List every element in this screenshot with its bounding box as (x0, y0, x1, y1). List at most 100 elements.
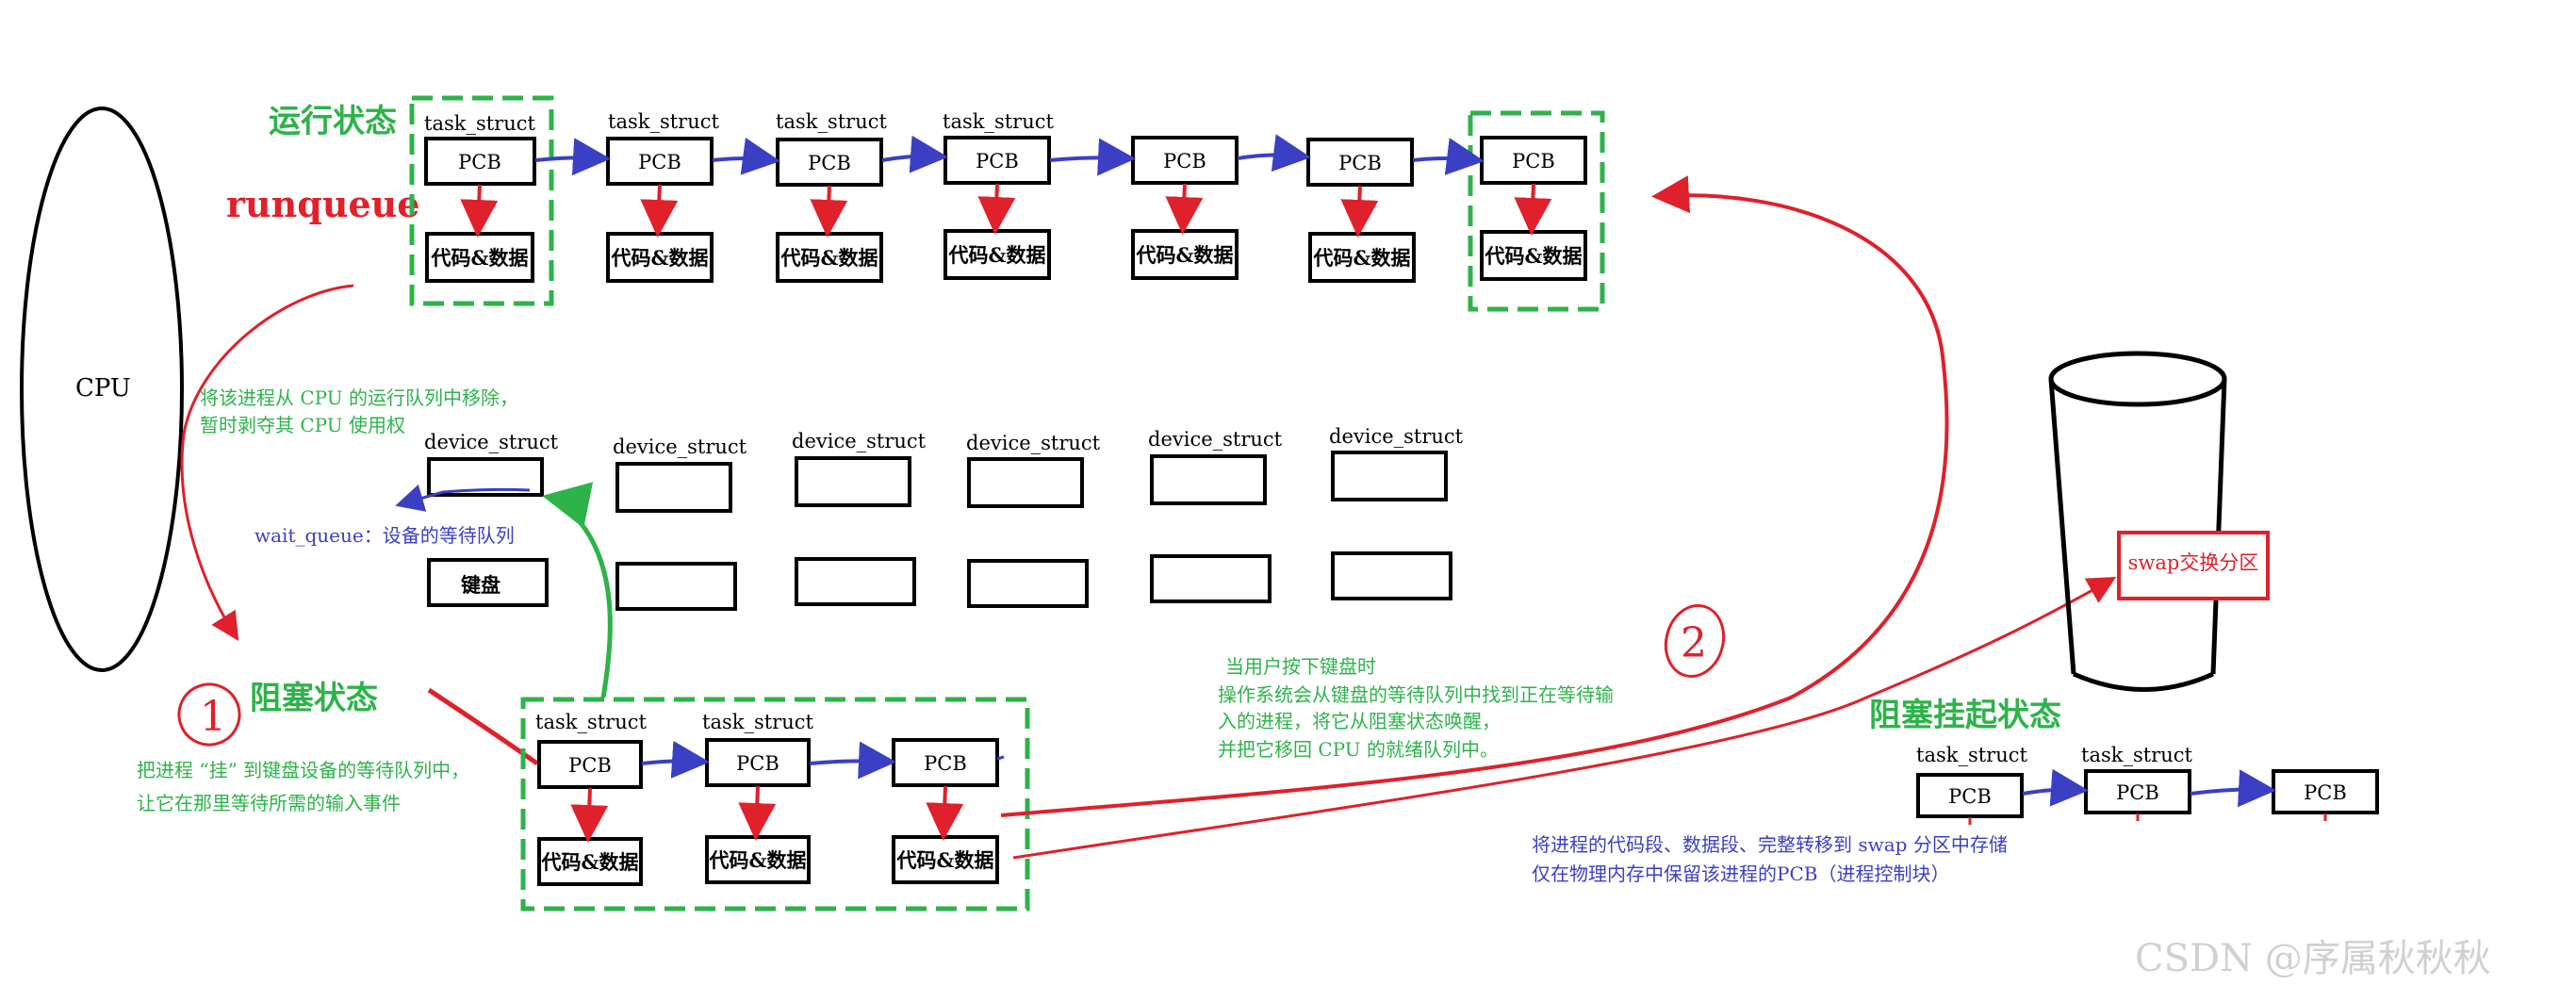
suspended-stub-ticks (1968, 813, 2327, 825)
wait-queue-label: wait_queue：设备的等待队列 (254, 524, 515, 547)
svg-text:代码&数据: 代码&数据 (611, 246, 709, 270)
svg-text:代码&数据: 代码&数据 (1136, 243, 1234, 267)
code-data-node: 代码&数据 (776, 232, 883, 283)
device-box (795, 557, 916, 606)
blocked-pcb-data-arrows (570, 785, 964, 843)
running-pcb-data-arrows (460, 183, 1552, 238)
pcb-node: PCB (2084, 769, 2191, 814)
device-struct-label: device_struct (1329, 425, 1464, 448)
running-group-box-last (1468, 110, 1605, 312)
svg-text:PCB: PCB (638, 151, 681, 173)
blocked-tail-line (996, 755, 1005, 761)
runqueue-to-blocked-arrow (180, 284, 354, 642)
pcb-node: PCB (1131, 136, 1239, 185)
running-state-label: 运行状态 (269, 103, 397, 140)
blocked-state-label: 阻塞状态 (250, 680, 378, 717)
remove-note-line1: 将该进程从 CPU 的运行队列中移除， (200, 386, 518, 409)
svg-text:PCB: PCB (808, 152, 851, 174)
blocked-to-swap-arrow (1012, 577, 2117, 860)
swap-disk: swap交换分区 (2048, 351, 2270, 692)
device-box (967, 559, 1089, 608)
to-blocked-arrow (427, 687, 539, 766)
blocked-struct-label: task_struct (535, 711, 648, 733)
pcb-node: PCB (1916, 773, 2024, 818)
device-box (1331, 551, 1452, 600)
suspended-struct-label: task_struct (2081, 744, 2193, 766)
blocked-group-box (520, 697, 1030, 912)
svg-text:代码&数据: 代码&数据 (1313, 246, 1411, 270)
code-data-node: 代码&数据 (1308, 232, 1416, 283)
runqueue-label: runqueue (226, 183, 419, 225)
svg-text:PCB: PCB (976, 150, 1019, 172)
svg-text:PCB: PCB (568, 754, 612, 777)
step-2-circle (1664, 603, 1726, 679)
suspended-link-arrows (2022, 768, 2276, 808)
device-box (967, 457, 1084, 508)
code-data-node: 代码&数据 (425, 232, 534, 283)
keyboard-device-box: 键盘 (427, 558, 549, 607)
pcb-node: PCB (2272, 769, 2379, 814)
pcb-node: PCB (1306, 138, 1414, 187)
device-box (1331, 451, 1448, 501)
code-data-node: 代码&数据 (606, 232, 714, 283)
blocked-struct-label: task_struct (702, 711, 814, 733)
suspended-note-line2: 仅在物理内存中保留该进程的PCB（进程控制块） (1532, 862, 1949, 885)
running-struct-label: task_struct (943, 110, 1055, 133)
svg-text:代码&数据: 代码&数据 (431, 246, 529, 270)
pcb-node: PCB (943, 136, 1051, 185)
wakeup-to-running-arrow (1000, 175, 1949, 817)
cpu-ellipse (20, 107, 184, 672)
svg-text:PCB: PCB (2304, 781, 2347, 804)
code-data-node: 代码&数据 (892, 835, 999, 884)
pcb-node: PCB (892, 738, 999, 787)
blocked-note-line2: 让它在那里等待所需的输入事件 (137, 792, 401, 814)
wakeup-note-line3: 入的进程，将它从阻塞状态唤醒， (1218, 710, 1501, 732)
device-struct-label: device_struct (613, 435, 747, 458)
device-struct-label: device_struct (966, 432, 1101, 454)
blocked-link-arrows (641, 740, 896, 780)
step-2-label: 2 (1681, 619, 1707, 667)
wakeup-note-line1: 当用户按下键盘时 (1225, 655, 1376, 678)
svg-text:swap交换分区: swap交换分区 (2128, 551, 2259, 574)
pcb-node: PCB (537, 740, 643, 789)
svg-text:PCB: PCB (458, 151, 501, 173)
cpu-label: CPU (75, 374, 131, 402)
code-data-node: 代码&数据 (705, 835, 811, 884)
device-grid: device_struct device_struct device_struc… (254, 425, 1464, 611)
pcb-node: PCB (705, 738, 811, 787)
device-box (615, 562, 737, 611)
svg-text:键盘: 键盘 (461, 573, 500, 597)
svg-text:PCB: PCB (1163, 150, 1206, 172)
blocked-to-wait-queue-arrow (542, 482, 613, 698)
code-data-node: 代码&数据 (1480, 230, 1587, 281)
swap-partition-box: swap交换分区 (2117, 531, 2270, 600)
svg-text:PCB: PCB (924, 752, 967, 775)
running-group-box-first (409, 95, 554, 306)
suspended-struct-label: task_struct (1916, 744, 2028, 766)
svg-text:代码&数据: 代码&数据 (948, 243, 1046, 267)
step-1-label: 1 (200, 693, 226, 741)
svg-text:代码&数据: 代码&数据 (896, 848, 994, 872)
code-data-node: 代码&数据 (943, 229, 1051, 280)
device-box (795, 456, 911, 507)
device-box (615, 462, 732, 513)
wait-queue-link-arrow (395, 484, 531, 512)
svg-text:代码&数据: 代码&数据 (541, 850, 639, 874)
svg-text:代码&数据: 代码&数据 (709, 848, 807, 872)
device-box (1150, 454, 1267, 505)
blocked-note-line1: 把进程 “挂” 到键盘设备的等待队列中， (137, 759, 469, 781)
code-data-node: 代码&数据 (1131, 229, 1239, 280)
svg-text:代码&数据: 代码&数据 (1485, 244, 1583, 268)
wakeup-note-line2: 操作系统会从键盘的等待队列中找到正在等待输 (1218, 683, 1614, 706)
pcb-node: PCB (1480, 136, 1587, 185)
svg-text:PCB: PCB (1948, 785, 1992, 808)
blocked-queue: task_struct task_struct PCB PCB PCB 代码&数… (535, 711, 1005, 886)
running-link-arrows (534, 134, 1485, 176)
device-struct-label: device_struct (424, 431, 559, 453)
running-queue: task_struct task_struct task_struct task… (424, 110, 1587, 283)
watermark: CSDN @序属秋秋秋 (2135, 937, 2491, 980)
suspended-note-line1: 将进程的代码段、数据段、完整转移到 swap 分区中存储 (1532, 833, 2008, 856)
wakeup-note-line4: 并把它移回 CPU 的就绪队列中。 (1218, 738, 1499, 761)
pcb-node: PCB (606, 137, 714, 186)
